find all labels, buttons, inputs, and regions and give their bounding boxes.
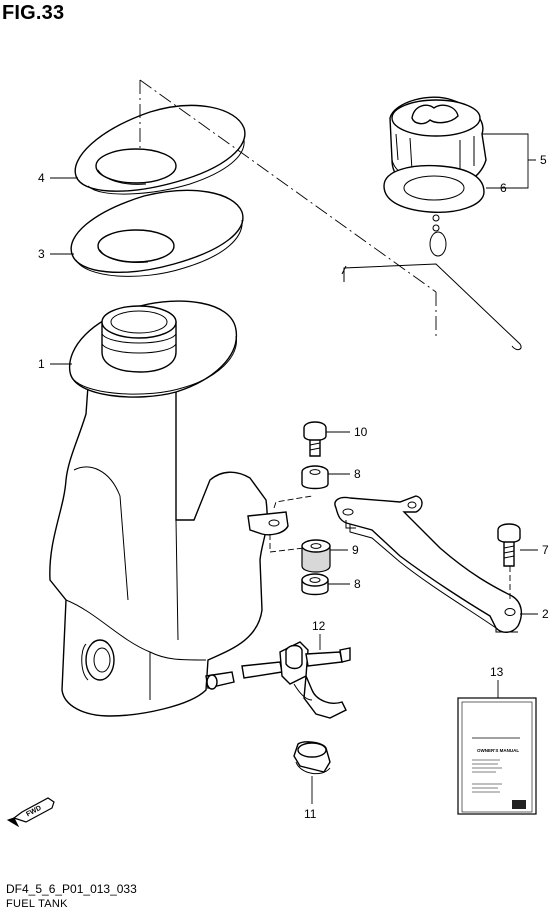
callout-2: 2: [542, 607, 549, 621]
part-11-plug[interactable]: [293, 741, 331, 775]
figure-code: DF4_5_6_P01_013_033: [6, 882, 137, 896]
callout-3: 3: [38, 247, 45, 261]
callout-10: 10: [354, 425, 368, 439]
part-8-collar-lower[interactable]: [301, 573, 329, 596]
part-4-gasket-upper[interactable]: [74, 104, 246, 195]
callout-8-upper: 8: [354, 467, 361, 481]
leader-lines: [50, 133, 538, 804]
part-3-gasket-lower[interactable]: [70, 189, 244, 277]
callout-12: 12: [312, 619, 326, 633]
part-12-fuel-tap[interactable]: [241, 641, 351, 719]
part-2-bracket[interactable]: [334, 495, 523, 633]
part-6-cap-gasket[interactable]: [383, 164, 485, 214]
part-1-fuel-tank[interactable]: [49, 300, 289, 717]
part-5-fuel-cap[interactable]: [341, 96, 522, 351]
assembly-line-cap: [139, 79, 437, 340]
fwd-arrow-icon: FWD: [6, 797, 55, 828]
callout-8-lower: 8: [354, 577, 361, 591]
part-9-grommet[interactable]: [301, 539, 331, 573]
callout-11: 11: [304, 807, 317, 821]
figure-title: FIG.33: [2, 2, 65, 24]
callout-1: 1: [38, 357, 45, 371]
part-13-owners-manual[interactable]: OWNER'S MANUAL: [457, 697, 537, 815]
figure-name: FUEL TANK: [6, 898, 68, 910]
callout-7: 7: [542, 543, 549, 557]
part-10-bolt[interactable]: [303, 421, 327, 457]
assembly-line-hardware: [269, 495, 313, 553]
callout-6: 6: [500, 181, 507, 195]
part-8-collar-upper[interactable]: [301, 465, 329, 490]
part-7-bolt[interactable]: [497, 523, 521, 600]
manual-heading: OWNER'S MANUAL: [477, 748, 519, 753]
callout-4: 4: [38, 171, 45, 185]
callout-9: 9: [352, 543, 359, 557]
callout-13: 13: [490, 665, 504, 679]
callout-5: 5: [540, 153, 547, 167]
